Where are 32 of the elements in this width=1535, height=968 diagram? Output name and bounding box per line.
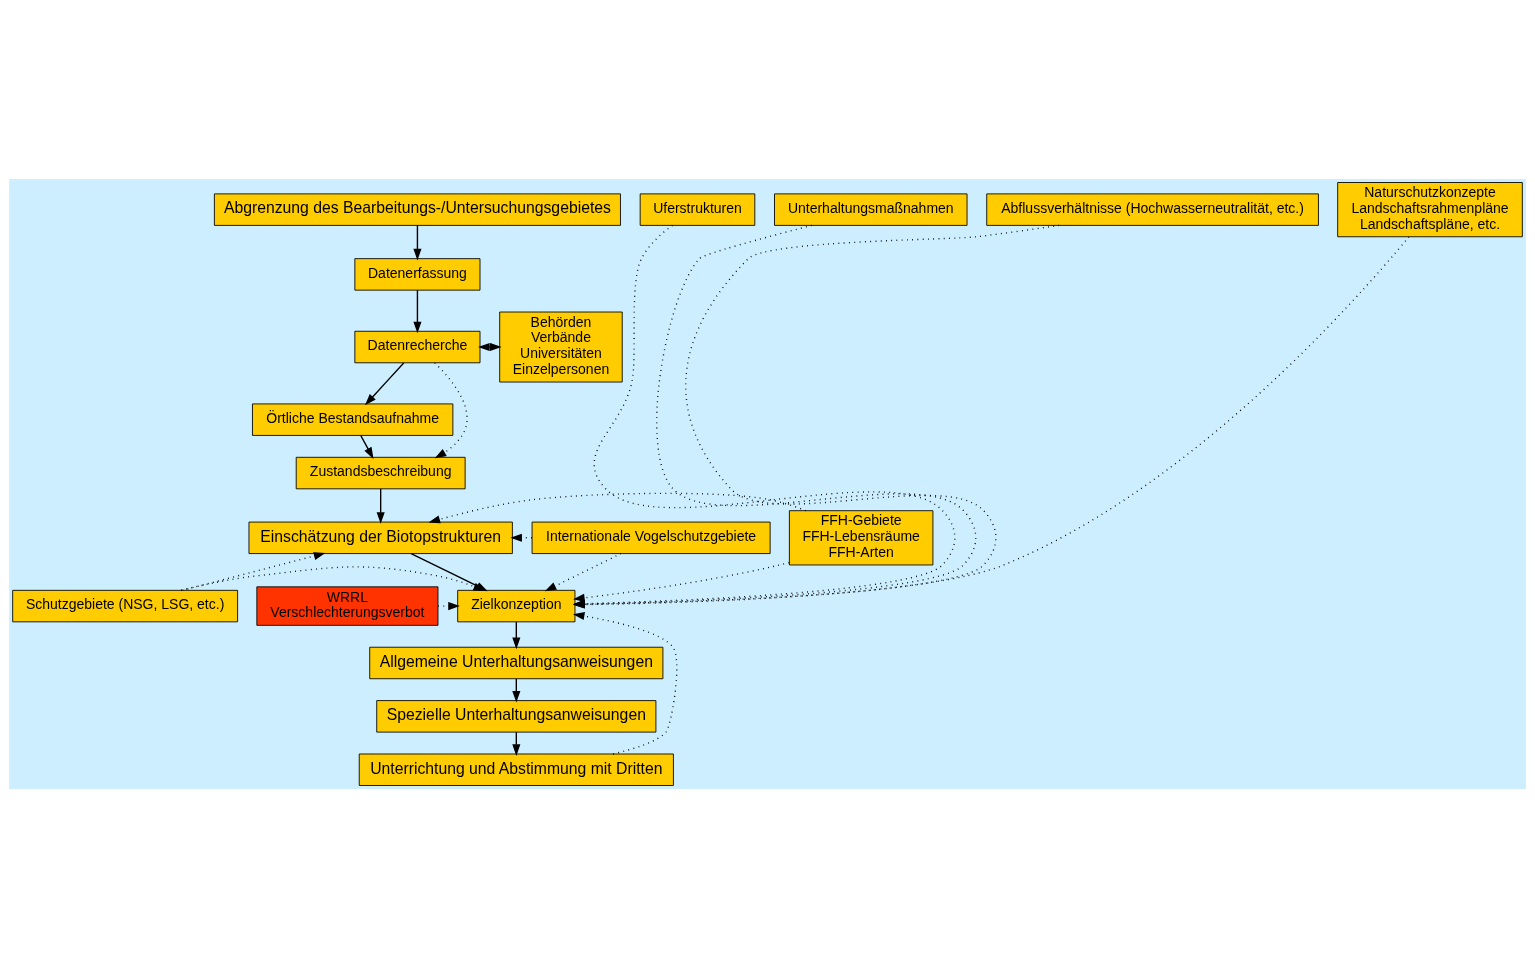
- arrow: [437, 602, 460, 611]
- node-box: Datenrecherche: [354, 330, 481, 364]
- node-box: Einschätzung der Biotopstrukturen: [248, 521, 513, 555]
- node-box: Abgrenzung des Bearbeitungs-/Untersuchungsgebietes: [213, 193, 621, 226]
- arrow: [510, 533, 533, 542]
- arrow: [573, 561, 790, 602]
- node-box: Naturschutzkonzepte Landschaftsrahmenpläne Landschaftspläne, etc.: [1337, 182, 1523, 238]
- node-box: Internationale Vogelschutzgebiete: [531, 521, 771, 555]
- node-box: WRRL Verschlechterungsverbot: [256, 586, 439, 626]
- arrow: [544, 552, 622, 592]
- node-box: Zustandsbeschreibung: [295, 456, 466, 490]
- node-box: Schutzgebiete (NSG, LSG, etc.): [12, 589, 238, 623]
- node-box: Allgemeine Unterhaltungsanweisungen: [369, 646, 664, 680]
- arrow: [572, 612, 678, 755]
- node-box: Datenerfassung: [354, 258, 481, 291]
- arrow: [364, 362, 405, 406]
- arrow: [434, 362, 468, 459]
- arrow: [413, 289, 422, 334]
- arrow: [376, 488, 385, 524]
- node-box: FFH-Gebiete FFH-Lebensräume FFH-Arten: [788, 510, 934, 566]
- node-box: Spezielle Unterhaltungsanweisungen: [376, 700, 657, 733]
- node-box: Unterhaltungsmaßnahmen: [774, 193, 968, 226]
- arrow: [360, 434, 374, 459]
- arrow: [180, 566, 485, 591]
- node-box: Örtliche Bestandsaufnahme: [252, 403, 454, 436]
- node-box: Behörden Verbände Universitäten Einzelpersonen: [499, 311, 623, 383]
- node-box: Uferstrukturen: [639, 193, 756, 226]
- node-box: Unterrichtung und Abstimmung mit Dritten: [358, 753, 674, 786]
- node-box: Zielkonzeption: [457, 589, 576, 623]
- arrow: [428, 492, 807, 524]
- arrow: [413, 224, 422, 261]
- node-box: Abflussverhältnisse (Hochwasserneutralität, etc.): [986, 193, 1319, 226]
